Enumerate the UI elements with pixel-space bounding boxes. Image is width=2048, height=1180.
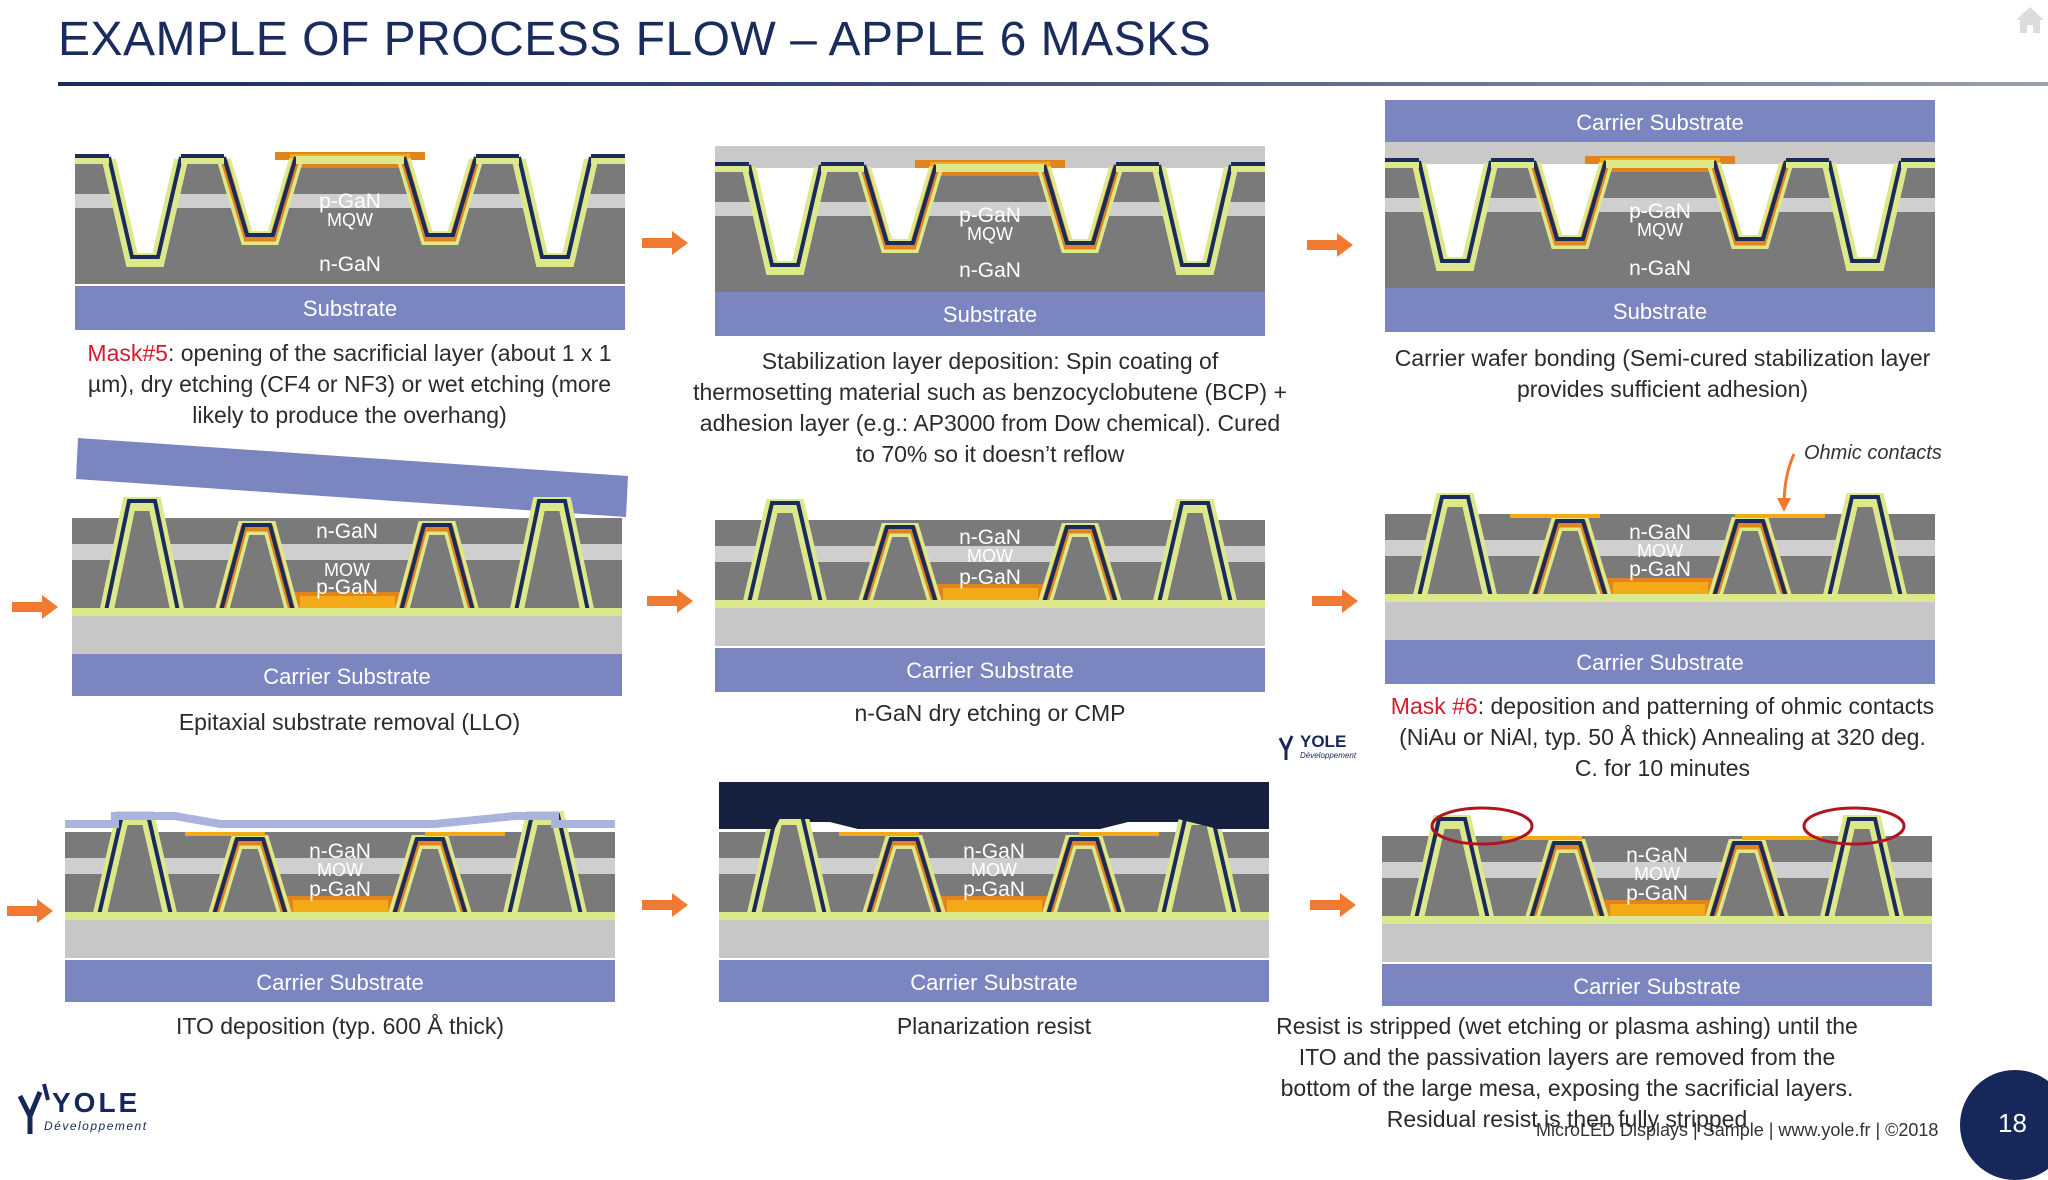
svg-text:Carrier Substrate: Carrier Substrate [906,658,1074,683]
svg-text:n-GaN: n-GaN [1629,257,1691,280]
diagram-carrier-bonding: Carrier Substrate Substrate p-GaN MQW n-… [1385,100,1935,332]
svg-text:MOW: MOW [317,860,363,880]
svg-text:MOW: MOW [967,546,1013,566]
svg-text:Substrate: Substrate [1613,299,1707,324]
diagram-ito-deposition: Carrier Substrate n-GaN MOW p-GaN [65,811,615,1002]
svg-text:YOLE: YOLE [52,1087,140,1118]
yole-logo: YOLE Développement [17,1083,148,1134]
highlight-ellipse-right [1802,806,1906,846]
highlight-ellipse-left [1430,806,1534,846]
caption-step-9: Resist is stripped (wet etching or plasm… [1276,1013,1858,1132]
svg-text:MQW: MQW [967,224,1013,244]
diagram-ohmic-contacts: Carrier Substrate n-GaN MOW p-GaN [1385,493,1935,684]
svg-text:Développement: Développement [44,1119,148,1133]
yole-logo-small: YOLE Développement [1278,732,1357,760]
svg-text:n-GaN: n-GaN [316,520,378,543]
svg-text:p-GaN: p-GaN [959,566,1021,589]
step-arrow-4 [647,589,693,613]
svg-text:Carrier Substrate: Carrier Substrate [1576,110,1744,135]
step-arrow-2 [1307,233,1353,257]
title-divider [58,82,2048,86]
page-number: 18 [1998,1108,2027,1138]
step-arrow-3 [12,595,58,619]
svg-text:n-GaN: n-GaN [309,840,371,863]
diagram-stabilization-layer: Substrate p-GaN MQW n-GaN [715,146,1265,336]
caption-step-4: Epitaxial substrate removal (LLO) [178,709,521,735]
diagram-planarization-resist: Carrier Substrate n-GaN MOW p-GaN [719,782,1269,1002]
svg-text:p-GaN: p-GaN [1626,882,1688,905]
diagram-resist-strip: Carrier Substrate n-GaN MOW p-GaN [1382,806,1932,1006]
svg-text:n-GaN: n-GaN [959,259,1021,282]
svg-text:MOW: MOW [1637,541,1683,561]
svg-text:MQW: MQW [327,210,373,230]
svg-text:p-GaN: p-GaN [1629,200,1691,223]
svg-text:Carrier Substrate: Carrier Substrate [1573,974,1741,999]
caption-step-5: n-GaN dry etching or CMP [854,700,1126,726]
diagram-ngan-etch: Carrier Substrate n-GaN MOW p-GaN [715,499,1265,692]
svg-text:Développement: Développement [1300,751,1357,760]
svg-text:MOW: MOW [971,860,1017,880]
ohmic-pointer-arrow [1777,453,1796,512]
svg-text:MQW: MQW [1637,220,1683,240]
svg-text:n-GaN: n-GaN [959,526,1021,549]
page-title: EXAMPLE OF PROCESS FLOW – APPLE 6 MASKS [58,13,1212,66]
svg-text:MOW: MOW [324,560,370,580]
svg-text:n-GaN: n-GaN [1626,844,1688,867]
svg-text:n-GaN: n-GaN [1629,521,1691,544]
caption-step-7: ITO deposition (typ. 600 Å thick) [175,1013,505,1039]
svg-text:Substrate: Substrate [303,296,397,321]
step-arrow-6 [7,899,53,923]
svg-text:p-GaN: p-GaN [963,878,1025,901]
svg-text:p-GaN: p-GaN [309,878,371,901]
step-arrow-8 [1310,893,1356,917]
diagram-sacrificial-opening: Substrate p-GaN MQW n-GaN [75,152,625,330]
caption-step-6: Mask #6: deposition and patterning of oh… [1390,693,1935,781]
svg-text:n-GaN: n-GaN [319,253,381,276]
svg-text:Carrier Substrate: Carrier Substrate [256,970,424,995]
caption-step-2: Stabilization layer deposition: Spin coa… [693,348,1287,467]
svg-text:n-GaN: n-GaN [963,840,1025,863]
svg-text:Carrier Substrate: Carrier Substrate [1576,650,1744,675]
diagram-llo: Carrier Substrate n-GaN MOW p-GaN [72,438,628,696]
svg-text:Carrier Substrate: Carrier Substrate [910,970,1078,995]
caption-step-8: Planarization resist [896,1013,1092,1039]
caption-step-3: Carrier wafer bonding (Semi-cured stabil… [1394,345,1931,402]
svg-text:p-GaN: p-GaN [316,576,378,599]
svg-text:Carrier Substrate: Carrier Substrate [263,664,431,689]
caption-step-1: Mask#5: opening of the sacrificial layer… [87,340,612,428]
svg-text:p-GaN: p-GaN [319,190,381,213]
svg-text:p-GaN: p-GaN [1629,558,1691,581]
ohmic-contacts-annotation: Ohmic contacts [1804,442,1942,464]
step-arrow-5 [1312,589,1358,613]
step-arrow-1 [642,231,688,255]
svg-text:p-GaN: p-GaN [959,204,1021,227]
svg-text:Substrate: Substrate [943,302,1037,327]
step-arrow-7 [642,893,688,917]
home-icon[interactable] [2012,2,2048,38]
svg-text:MOW: MOW [1634,864,1680,884]
svg-text:YOLE: YOLE [1300,732,1346,751]
footer-text: MicroLED Displays | Sample | www.yole.fr… [1536,1120,1939,1140]
